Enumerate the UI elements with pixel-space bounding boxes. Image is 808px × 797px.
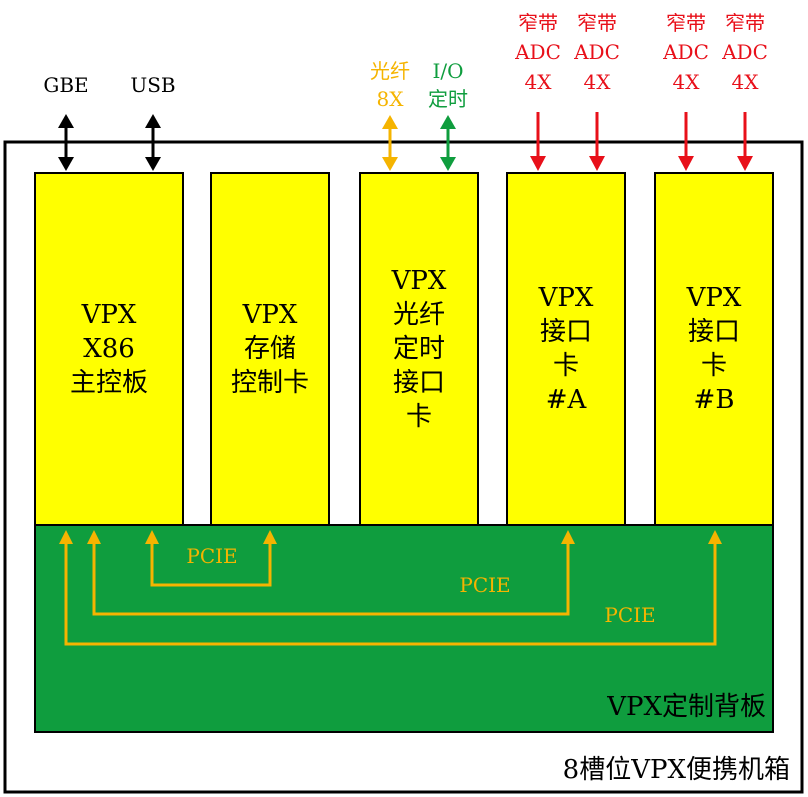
adc-1-line-3: 4X	[525, 70, 553, 94]
card-main-control-line-2: X86	[83, 334, 135, 364]
card-fiber-timing-line-5: 卡	[406, 402, 432, 432]
gbe-label: GBE	[43, 73, 88, 97]
card-storage-control-line-3: 控制卡	[231, 368, 309, 398]
usb-label: USB	[130, 73, 175, 97]
adc-3-line-1: 窄带	[666, 11, 706, 35]
io-arrow	[440, 115, 456, 171]
pcie-link-interface-a-arrow-left	[87, 530, 101, 544]
fiber-label-line-2: 8X	[377, 87, 405, 111]
card-interface-a-line-3: 卡	[553, 351, 579, 381]
adc-2-line-1: 窄带	[577, 11, 617, 35]
adc-1-line-2: ADC	[514, 40, 561, 64]
chassis-label: 8槽位VPX便携机箱	[563, 755, 790, 785]
card-storage-control-line-1: VPX	[242, 300, 298, 330]
card-interface-b-line-2: 接口	[688, 317, 740, 347]
pcie-link-interface-a-arrow-right	[561, 530, 575, 544]
gbe-arrow	[58, 114, 74, 171]
card-storage-control	[210, 172, 330, 526]
adc-1-line-1: 窄带	[518, 11, 558, 35]
card-main-control	[34, 172, 184, 526]
pcie-label-2: PCIE	[459, 573, 510, 597]
pcie-link-interface-b	[64, 540, 717, 646]
fiber-label-line-1: 光纤	[370, 59, 410, 83]
usb-arrow	[145, 114, 161, 171]
io-label-line-2: 定时	[428, 87, 468, 111]
io-label-line-1: I/O	[432, 59, 463, 83]
adc-4-line-3: 4X	[732, 70, 760, 94]
pcie-link-storage-arrow-left	[145, 530, 159, 544]
adc-2-arrow	[589, 112, 605, 171]
pcie-link-interface-b-arrow-left	[59, 530, 73, 544]
adc-4-arrow	[737, 112, 753, 171]
adc-4-line-1: 窄带	[725, 11, 765, 35]
card-interface-b-line-3: 卡	[701, 351, 727, 381]
adc-3-line-2: ADC	[662, 40, 709, 64]
card-main-control-line-3: 主控板	[70, 368, 148, 398]
pcie-link-interface-a	[92, 540, 570, 616]
backplane	[34, 524, 774, 733]
card-storage-control-line-2: 存储	[244, 334, 296, 364]
adc-2-line-3: 4X	[584, 70, 612, 94]
pcie-label-3: PCIE	[604, 603, 655, 627]
pcie-link-interface-b-arrow-right	[708, 530, 722, 544]
card-fiber-timing-line-2: 光纤	[393, 300, 445, 330]
card-interface-a-line-2: 接口	[540, 317, 592, 347]
card-interface-b-line-1: VPX	[686, 283, 742, 313]
adc-2-line-2: ADC	[573, 40, 620, 64]
card-fiber-timing-line-4: 接口	[393, 368, 445, 398]
adc-3-arrow	[678, 112, 694, 171]
fiber-arrow	[382, 115, 398, 171]
pcie-label-1: PCIE	[186, 544, 237, 568]
pcie-link-storage	[150, 540, 272, 587]
card-fiber-timing-line-1: VPX	[391, 266, 447, 296]
adc-1-arrow	[530, 112, 546, 171]
card-main-control-line-1: VPX	[81, 300, 137, 330]
card-fiber-timing	[359, 172, 479, 526]
card-fiber-timing-line-3: 定时	[393, 334, 445, 364]
card-interface-a	[506, 172, 626, 526]
card-interface-b-line-4: #B	[694, 385, 735, 415]
backplane-label: VPX定制背板	[606, 692, 766, 722]
adc-4-line-2: ADC	[721, 40, 768, 64]
pcie-link-storage-arrow-right	[263, 530, 277, 544]
adc-3-line-3: 4X	[673, 70, 701, 94]
card-interface-a-line-4: #A	[546, 385, 588, 415]
card-interface-b	[654, 172, 774, 526]
card-interface-a-line-1: VPX	[538, 283, 594, 313]
